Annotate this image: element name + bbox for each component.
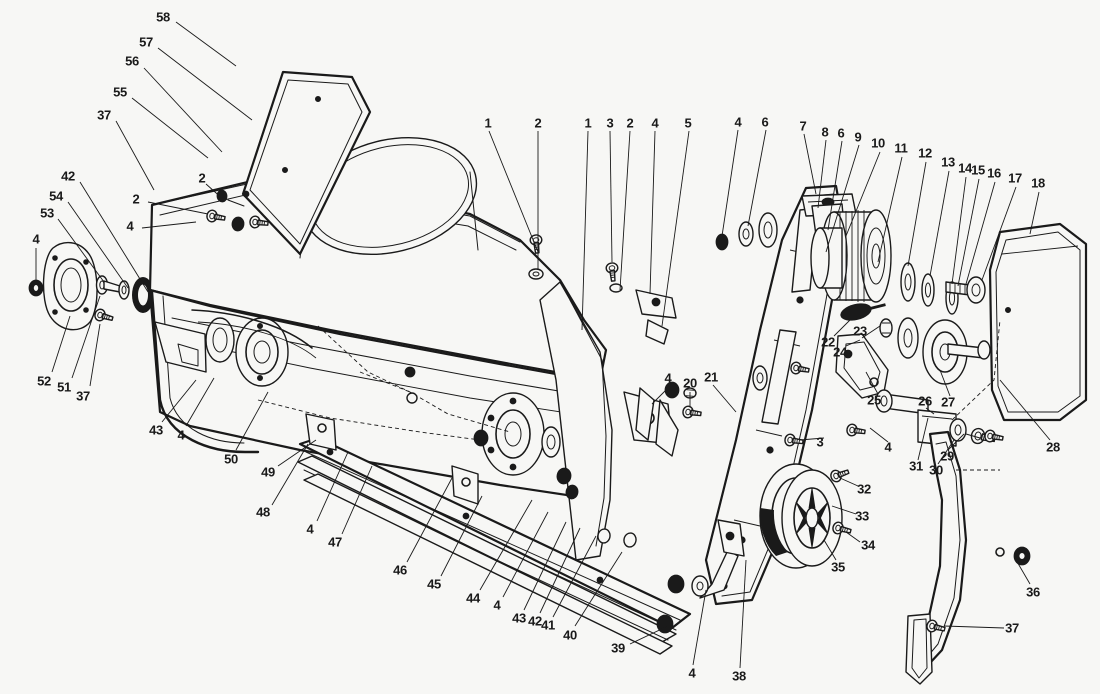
callout-3: 3 xyxy=(606,115,614,131)
callout-32: 32 xyxy=(857,481,871,497)
callout-51: 51 xyxy=(57,379,71,395)
callout-55: 55 xyxy=(113,84,127,100)
callout-4: 4 xyxy=(177,427,185,443)
callout-52: 52 xyxy=(37,373,51,389)
callout-11: 11 xyxy=(894,140,908,156)
callout-37: 37 xyxy=(97,107,111,123)
callout-13: 13 xyxy=(941,154,955,170)
callout-25: 25 xyxy=(867,392,881,408)
callout-10: 10 xyxy=(871,135,885,151)
callout-15: 15 xyxy=(971,162,985,178)
callout-4: 4 xyxy=(651,115,659,131)
callout-34: 34 xyxy=(861,537,875,553)
callout-42: 42 xyxy=(61,168,75,184)
callout-17: 17 xyxy=(1008,170,1022,186)
callout-28: 28 xyxy=(1046,439,1060,455)
callout-42: 42 xyxy=(528,613,542,629)
callout-4: 4 xyxy=(493,597,501,613)
callout-7: 7 xyxy=(799,118,807,134)
callout-4: 4 xyxy=(126,218,134,234)
callout-33: 33 xyxy=(855,508,869,524)
callout-1: 1 xyxy=(484,115,492,131)
callout-50: 50 xyxy=(224,451,238,467)
callout-9: 9 xyxy=(854,129,862,145)
callout-37: 37 xyxy=(76,388,90,404)
callout-38: 38 xyxy=(732,668,746,684)
callout-48: 48 xyxy=(256,504,270,520)
callout-2: 2 xyxy=(132,191,140,207)
callout-2: 2 xyxy=(198,170,206,186)
callout-57: 57 xyxy=(139,34,153,50)
callout-47: 47 xyxy=(328,534,342,550)
callout-23: 23 xyxy=(853,323,867,339)
callout-22: 22 xyxy=(821,334,835,350)
callout-49: 49 xyxy=(261,464,275,480)
leader-lines xyxy=(35,21,1051,669)
callout-5: 5 xyxy=(684,115,692,131)
callout-45: 45 xyxy=(427,576,441,592)
callout-8: 8 xyxy=(821,124,829,140)
callout-54: 54 xyxy=(49,188,63,204)
callout-20: 20 xyxy=(683,375,697,391)
callout-30: 30 xyxy=(929,462,943,478)
callout-6: 6 xyxy=(761,114,769,130)
scraper-bar-assembly xyxy=(297,413,692,655)
callout-53: 53 xyxy=(40,205,54,221)
right-outer-panel xyxy=(905,222,1088,685)
callout-4: 4 xyxy=(884,439,892,455)
callout-43: 43 xyxy=(149,422,163,438)
callout-18: 18 xyxy=(1031,175,1045,191)
callout-12: 12 xyxy=(918,145,932,161)
callout-4: 4 xyxy=(306,521,314,537)
callout-41: 41 xyxy=(541,617,555,633)
callout-1: 1 xyxy=(584,115,592,131)
callout-37: 37 xyxy=(1005,620,1019,636)
callout-4: 4 xyxy=(664,370,672,386)
callout-2: 2 xyxy=(626,115,634,131)
callout-4: 4 xyxy=(32,231,40,247)
callout-43: 43 xyxy=(512,610,526,626)
callout-2: 2 xyxy=(534,115,542,131)
callout-31: 31 xyxy=(909,458,923,474)
callout-44: 44 xyxy=(466,590,480,606)
callout-27: 27 xyxy=(941,394,955,410)
callout-21: 21 xyxy=(704,369,718,385)
callout-56: 56 xyxy=(125,53,139,69)
callout-46: 46 xyxy=(393,562,407,578)
callout-3: 3 xyxy=(816,434,824,450)
callout-4: 4 xyxy=(688,665,696,681)
callout-58: 58 xyxy=(156,9,170,25)
impeller-section xyxy=(257,233,703,594)
callout-14: 14 xyxy=(958,160,972,176)
drive-wheel-assembly xyxy=(691,463,853,599)
callout-36: 36 xyxy=(1026,584,1040,600)
callout-6: 6 xyxy=(837,125,845,141)
callout-26: 26 xyxy=(918,393,932,409)
callout-40: 40 xyxy=(563,627,577,643)
drive-pulley-assembly xyxy=(715,209,997,449)
callout-4: 4 xyxy=(734,114,742,130)
callout-29: 29 xyxy=(940,448,954,464)
callout-16: 16 xyxy=(987,165,1001,181)
callout-35: 35 xyxy=(831,559,845,575)
callout-39: 39 xyxy=(611,640,625,656)
callout-24: 24 xyxy=(833,344,847,360)
